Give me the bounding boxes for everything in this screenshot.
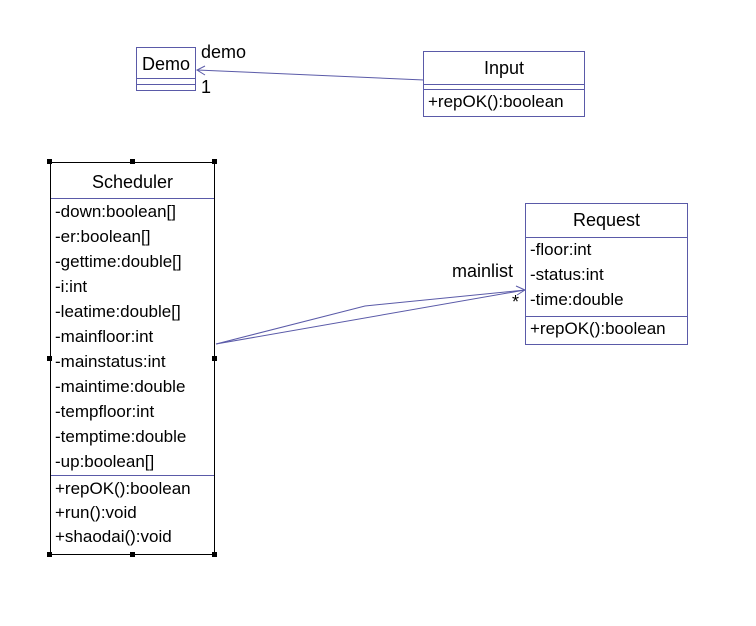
attribute-row: -down:boolean[] [55,202,176,221]
operation-row: +repOK():boolean [428,92,564,111]
selection-handle[interactable] [130,552,135,557]
attribute-row: -status:int [530,265,604,284]
role-label-mainlist: mainlist [452,261,514,281]
class-scheduler-name: Scheduler [91,172,174,192]
selection-handle[interactable] [212,356,217,361]
input-demo-arrowhead [195,65,206,76]
attribute-row: -mainfloor:int [55,327,154,346]
attribute-row: -floor:int [530,240,592,259]
attribute-row: -up:boolean[] [55,452,155,471]
attribute-row: -mainstatus:int [55,352,166,371]
class-input-attributes [424,84,584,89]
selection-handle[interactable] [130,159,135,164]
class-scheduler-attributes: -down:boolean[] -er:boolean[] -gettime:d… [51,198,214,475]
attribute-row: -temptime:double [55,427,187,446]
class-scheduler[interactable]: Scheduler -down:boolean[] -er:boolean[] … [50,162,215,555]
class-demo-name: Demo [141,54,190,74]
operation-row: +repOK():boolean [530,319,666,338]
class-demo[interactable]: Demo [136,47,196,91]
selection-handle[interactable] [47,159,52,164]
attribute-row: -tempfloor:int [55,402,155,421]
operation-row: +shaodai():void [55,527,172,546]
attribute-row: -leatime:double[] [55,302,181,321]
selection-handle[interactable] [47,356,52,361]
class-request[interactable]: Request -floor:int -status:int -time:dou… [525,203,688,345]
selection-handle[interactable] [212,159,217,164]
class-request-operations: +repOK():boolean [526,316,687,339]
class-input-operations: +repOK():boolean [424,89,584,112]
attribute-row: -i:int [55,277,88,296]
class-input-name: Input [483,58,525,78]
class-demo-attributes [137,78,195,84]
selection-handle[interactable] [47,552,52,557]
attribute-row: -er:boolean[] [55,227,151,246]
class-request-attributes: -floor:int -status:int -time:double [526,237,687,316]
class-demo-operations [137,84,195,90]
selection-handle[interactable] [212,552,217,557]
class-input[interactable]: Input +repOK():boolean [423,51,585,117]
class-request-name: Request [572,210,641,230]
attribute-row: -gettime:double[] [55,252,182,271]
multiplicity-label-mainlist: * [512,292,520,312]
role-label-demo: demo [201,42,247,62]
attribute-row: -time:double [530,290,624,309]
input-demo-association-line[interactable] [196,69,425,81]
operation-row: +run():void [55,503,137,522]
class-scheduler-operations: +repOK():boolean +run():void +shaodai():… [51,475,214,551]
scheduler-request-return-line [215,289,526,345]
operation-row: +repOK():boolean [55,479,191,498]
multiplicity-label-demo: 1 [201,77,212,97]
scheduler-request-association-line[interactable] [215,289,526,345]
attribute-row: -maintime:double [55,377,186,396]
